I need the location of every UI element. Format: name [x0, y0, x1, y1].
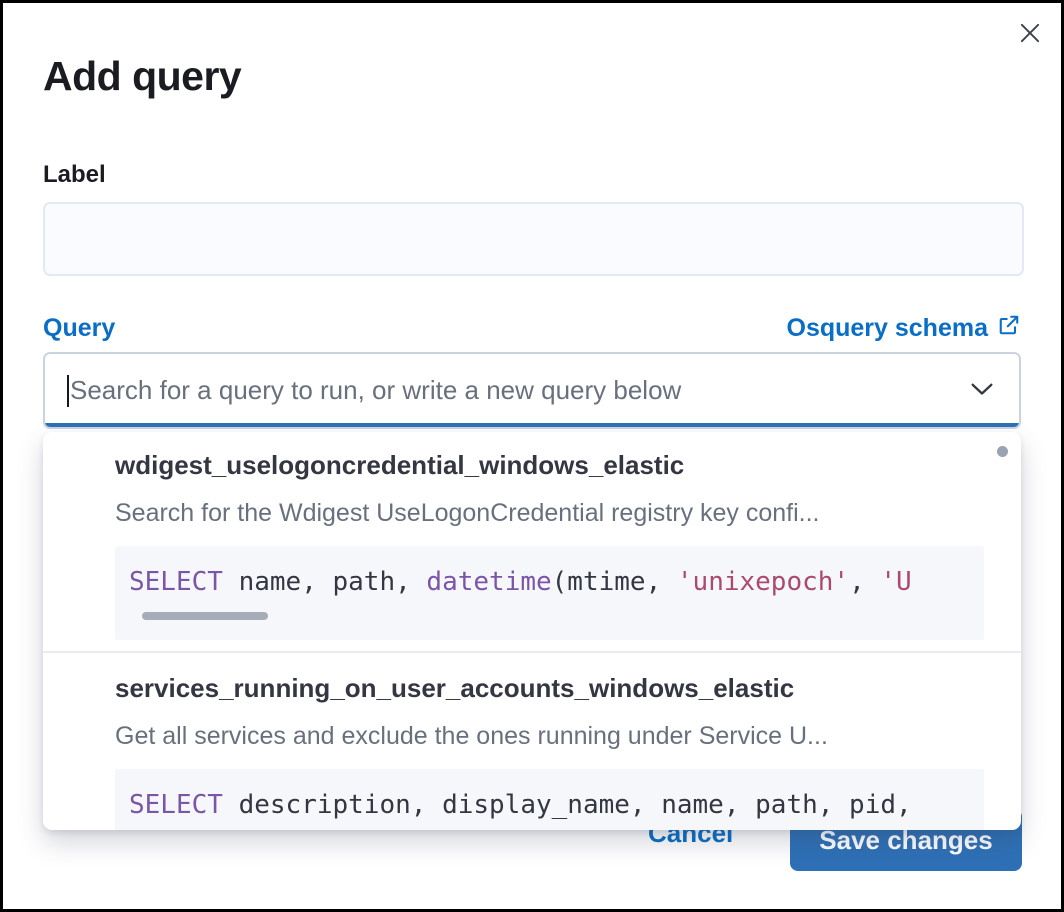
horizontal-scrollbar[interactable] — [129, 612, 968, 620]
external-link-icon — [997, 313, 1021, 344]
vertical-scrollbar-thumb[interactable] — [997, 446, 1008, 457]
close-button[interactable] — [1013, 17, 1047, 51]
option-divider — [43, 651, 1021, 653]
query-option-services[interactable]: services_running_on_user_accounts_window… — [43, 653, 1021, 830]
horizontal-scrollbar-thumb[interactable] — [142, 612, 268, 620]
query-code-preview: SELECT description, display_name, name, … — [115, 769, 984, 830]
query-field-label: Query — [43, 314, 116, 342]
osquery-schema-link-label: Osquery schema — [786, 314, 989, 342]
label-field-label: Label — [43, 161, 106, 188]
query-suggestions-dropdown: wdigest_uselogoncredential_windows_elast… — [43, 432, 1021, 830]
query-field-header: Query Osquery schema — [43, 313, 1021, 344]
close-icon — [1016, 19, 1044, 50]
query-option-description: Search for the Wdigest UseLogonCredentia… — [115, 499, 820, 527]
text-caret — [67, 374, 69, 407]
query-option-wdigest[interactable]: wdigest_uselogoncredential_windows_elast… — [43, 432, 1021, 640]
query-option-title: services_running_on_user_accounts_window… — [115, 673, 795, 703]
page-title: Add query — [43, 53, 242, 99]
label-input[interactable] — [43, 202, 1024, 276]
query-search-input[interactable]: Search for a query to run, or write a ne… — [43, 352, 1021, 429]
focus-underline — [45, 423, 1019, 427]
query-option-title: wdigest_uselogoncredential_windows_elast… — [115, 450, 685, 480]
chevron-down-icon[interactable] — [967, 373, 997, 408]
query-code-preview: SELECT name, path, datetime(mtime, 'unix… — [115, 546, 984, 640]
query-option-description: Get all services and exclude the ones ru… — [115, 722, 828, 750]
query-search-placeholder: Search for a query to run, or write a ne… — [70, 375, 682, 405]
osquery-schema-link[interactable]: Osquery schema — [787, 313, 1022, 344]
sql-code-line: SELECT name, path, datetime(mtime, 'unix… — [129, 567, 912, 597]
sql-code-line: SELECT description, display_name, name, … — [129, 790, 912, 820]
